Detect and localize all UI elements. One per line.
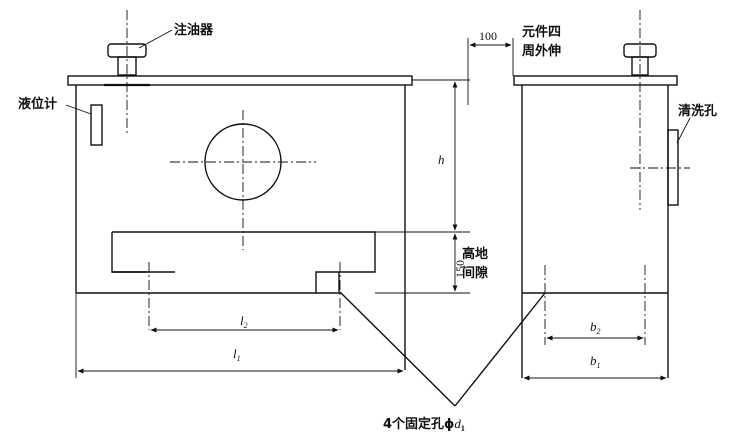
ground-clearance-label-1: 高地 xyxy=(462,246,488,262)
oil-filler-leader xyxy=(138,29,173,49)
ground-clearance-label-2: 间隙 xyxy=(462,265,488,281)
base-frame xyxy=(111,231,376,294)
fixing-holes-label: 4个固定孔ϕd1 xyxy=(383,416,465,433)
front-view: h 150 高地 间隙 l2 l1 注油器 液位计 100 元件四 周外伸 xyxy=(18,10,561,378)
oil-filler-neck xyxy=(117,56,137,76)
cleaning-hole-leader xyxy=(676,117,691,144)
dim-b1-label: b1 xyxy=(590,353,601,370)
dim-l2-label: l2 xyxy=(240,313,248,330)
cleaning-hole-label: 清洗孔 xyxy=(678,103,717,119)
dim-h-label: h xyxy=(438,152,445,167)
leader-front-hole xyxy=(339,291,456,407)
dim-150-label: 150 xyxy=(453,260,467,278)
dim-b2-label: b2 xyxy=(590,319,601,336)
component-extension-label-2: 周外伸 xyxy=(522,43,561,59)
side-filler-neck xyxy=(631,56,649,76)
side-top-cover xyxy=(513,75,678,86)
level-gauge-leader xyxy=(65,104,92,115)
top-cover-plate xyxy=(67,75,413,86)
oil-filler-label: 注油器 xyxy=(174,22,214,38)
cleaning-hole-cover xyxy=(667,129,679,206)
dim-100-label: 100 xyxy=(479,29,497,43)
dim-l1-label: l1 xyxy=(233,346,241,363)
component-extension-label-1: 元件四 xyxy=(522,24,561,40)
leader-side-hole xyxy=(454,292,546,407)
side-view: 清洗孔 b2 b1 xyxy=(513,10,717,381)
level-gauge-label: 液位计 xyxy=(18,96,57,112)
level-gauge xyxy=(90,104,103,146)
fixing-hole-callout: 4个固定孔ϕd1 xyxy=(339,291,546,433)
